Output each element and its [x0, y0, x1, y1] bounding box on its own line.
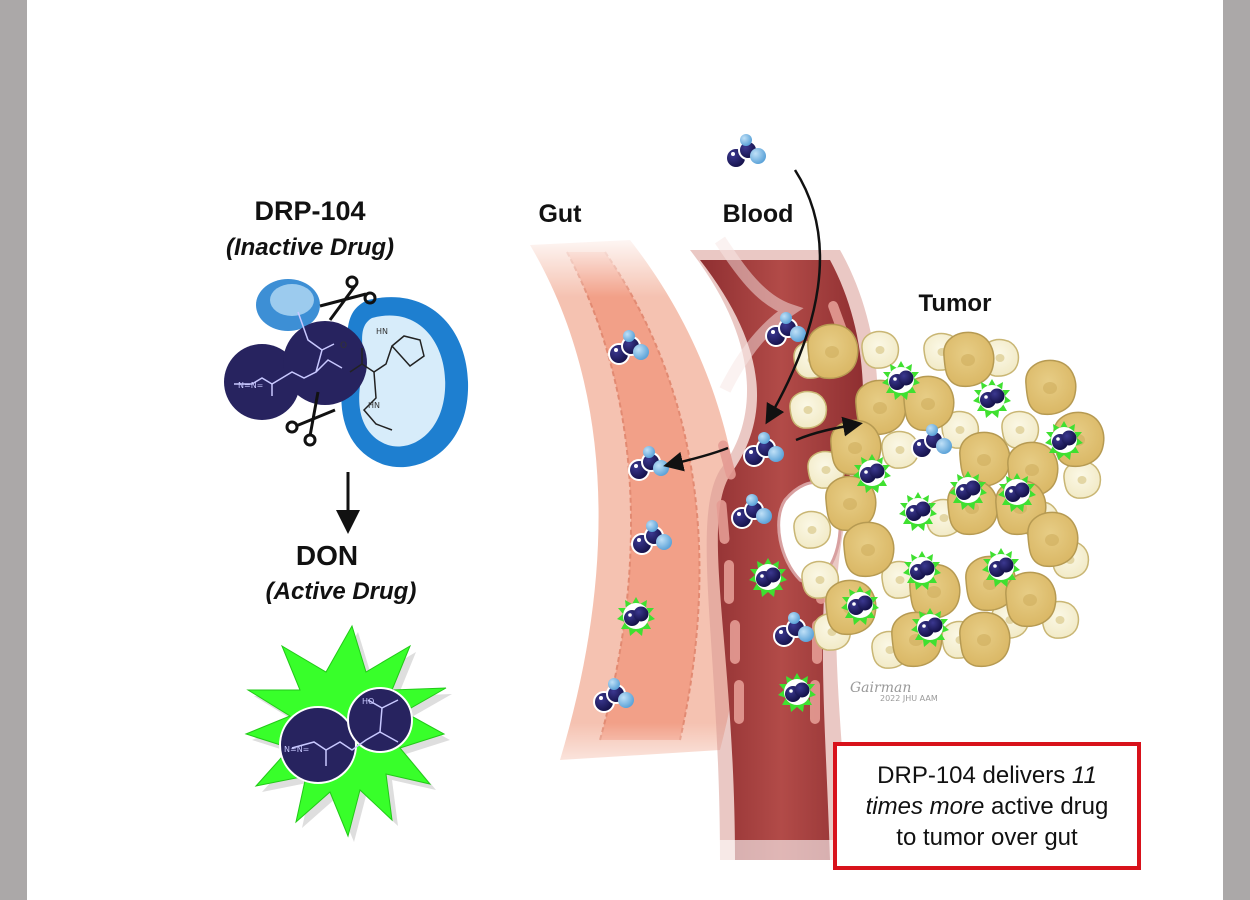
prodrug-molecule-icon: N=N= O HN HN	[224, 279, 469, 468]
callout-emphasis: times more	[865, 792, 985, 820]
svg-text:N=N=: N=N=	[284, 745, 309, 754]
callout-line-1: DRP-104 delivers 11	[877, 760, 1097, 791]
flow-arrows	[663, 169, 863, 472]
arrow-to-gut-icon	[663, 446, 729, 472]
callout-emphasis: 11	[1071, 761, 1097, 789]
callout-text: DRP-104 delivers	[877, 761, 1072, 789]
blood-label: Blood	[722, 200, 794, 228]
prodrug-subtitle: (Inactive Drug)	[225, 234, 395, 261]
gut-label: Gut	[538, 200, 582, 228]
arrow-into-blood-icon	[765, 169, 822, 425]
result-callout-box: DRP-104 delivers 11 times more active dr…	[833, 742, 1141, 870]
svg-text:O: O	[340, 341, 347, 351]
arrow-to-tumor-icon	[795, 416, 863, 442]
scissors-icon	[285, 391, 336, 447]
active-molecule-icon	[973, 379, 1011, 418]
scissors-icon	[319, 275, 377, 321]
active-drug-subtitle: (Active Drug)	[265, 578, 417, 605]
callout-text: to tumor over gut	[896, 823, 1078, 851]
arrow-down-icon	[336, 472, 360, 534]
signature-note: 2022 JHU AAM	[880, 694, 938, 703]
svg-text:HN: HN	[368, 401, 380, 410]
prodrug-name: DRP-104	[254, 196, 366, 226]
svg-text:N=N=: N=N=	[238, 381, 263, 390]
svg-text:HO: HO	[362, 697, 374, 706]
svg-text:HN: HN	[376, 327, 388, 336]
callout-line-3: to tumor over gut	[896, 822, 1077, 853]
tumor-label: Tumor	[918, 290, 992, 317]
callout-text: active drug	[984, 792, 1109, 820]
signature-name: Gairman	[850, 680, 912, 696]
active-drug-name: DON	[295, 540, 359, 571]
prodrug-molecule-icon	[725, 133, 767, 169]
gut-wall	[520, 230, 744, 790]
tumor-mass	[789, 323, 1105, 669]
artist-signature: Gairman 2022 JHU AAM	[850, 680, 938, 703]
active-molecule-icon: N=N= HO	[244, 624, 452, 842]
callout-line-2: times more active drug	[866, 791, 1109, 822]
